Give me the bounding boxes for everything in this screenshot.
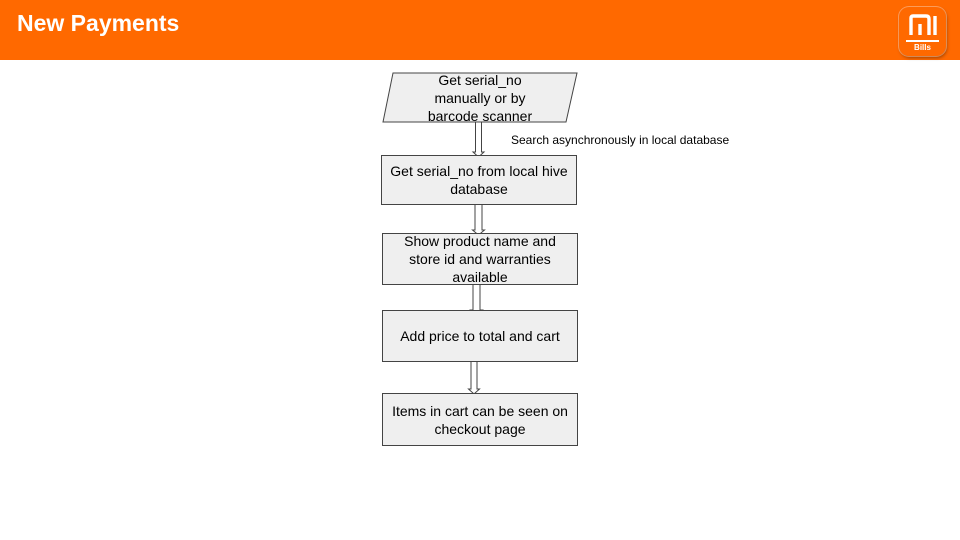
page-title: New Payments bbox=[17, 10, 180, 36]
bills-logo: Bills bbox=[899, 7, 946, 56]
edge-input-to-lookup bbox=[471, 121, 486, 158]
node-checkout-shape bbox=[382, 393, 578, 446]
logo-text: Bills bbox=[914, 43, 931, 52]
node-checkout-label: Items in cart can be seen on checkout pa… bbox=[392, 402, 568, 437]
edge-input-to-lookup-label: Search asynchronously in local database bbox=[511, 133, 730, 147]
edge-lookup-to-show bbox=[471, 203, 486, 236]
node-add-label: Add price to total and cart bbox=[400, 328, 560, 344]
header-bar: New Payments Bills bbox=[0, 0, 960, 60]
node-input-shape bbox=[382, 72, 578, 123]
node-show-shape bbox=[382, 233, 578, 285]
edge-add-to-checkout bbox=[467, 360, 481, 395]
logo-divider bbox=[906, 40, 939, 42]
node-lookup-label: Get serial_no from local hive database bbox=[390, 163, 568, 197]
node-show-label: Show product name and store id and warra… bbox=[404, 233, 556, 285]
mi-logo-icon bbox=[909, 14, 937, 35]
node-add-shape bbox=[382, 310, 578, 362]
node-lookup-shape bbox=[381, 155, 577, 205]
node-input-label: Get serial_no manually or by barcode sca… bbox=[427, 71, 533, 124]
